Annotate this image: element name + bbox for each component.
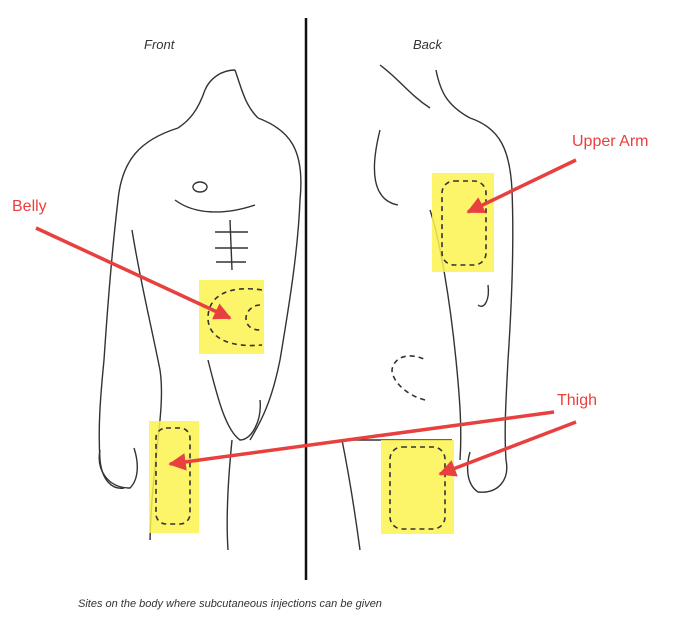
dashed-injection-areas bbox=[155, 180, 487, 530]
upper-arm-arrow bbox=[466, 158, 577, 214]
figure-caption: Sites on the body where subcutaneous inj… bbox=[78, 598, 382, 610]
back-label: Back bbox=[413, 37, 442, 52]
arrows bbox=[35, 158, 577, 477]
upper-arm-callout: Upper Arm bbox=[572, 133, 649, 150]
front-label: Front bbox=[144, 37, 175, 52]
back-thigh-zone bbox=[381, 440, 454, 534]
belly-callout: Belly bbox=[12, 198, 47, 215]
belly-arrow bbox=[35, 226, 232, 320]
thigh-arrow-front bbox=[168, 410, 555, 471]
thigh-callout: Thigh bbox=[557, 392, 598, 409]
thigh-arrow-back bbox=[438, 420, 577, 477]
